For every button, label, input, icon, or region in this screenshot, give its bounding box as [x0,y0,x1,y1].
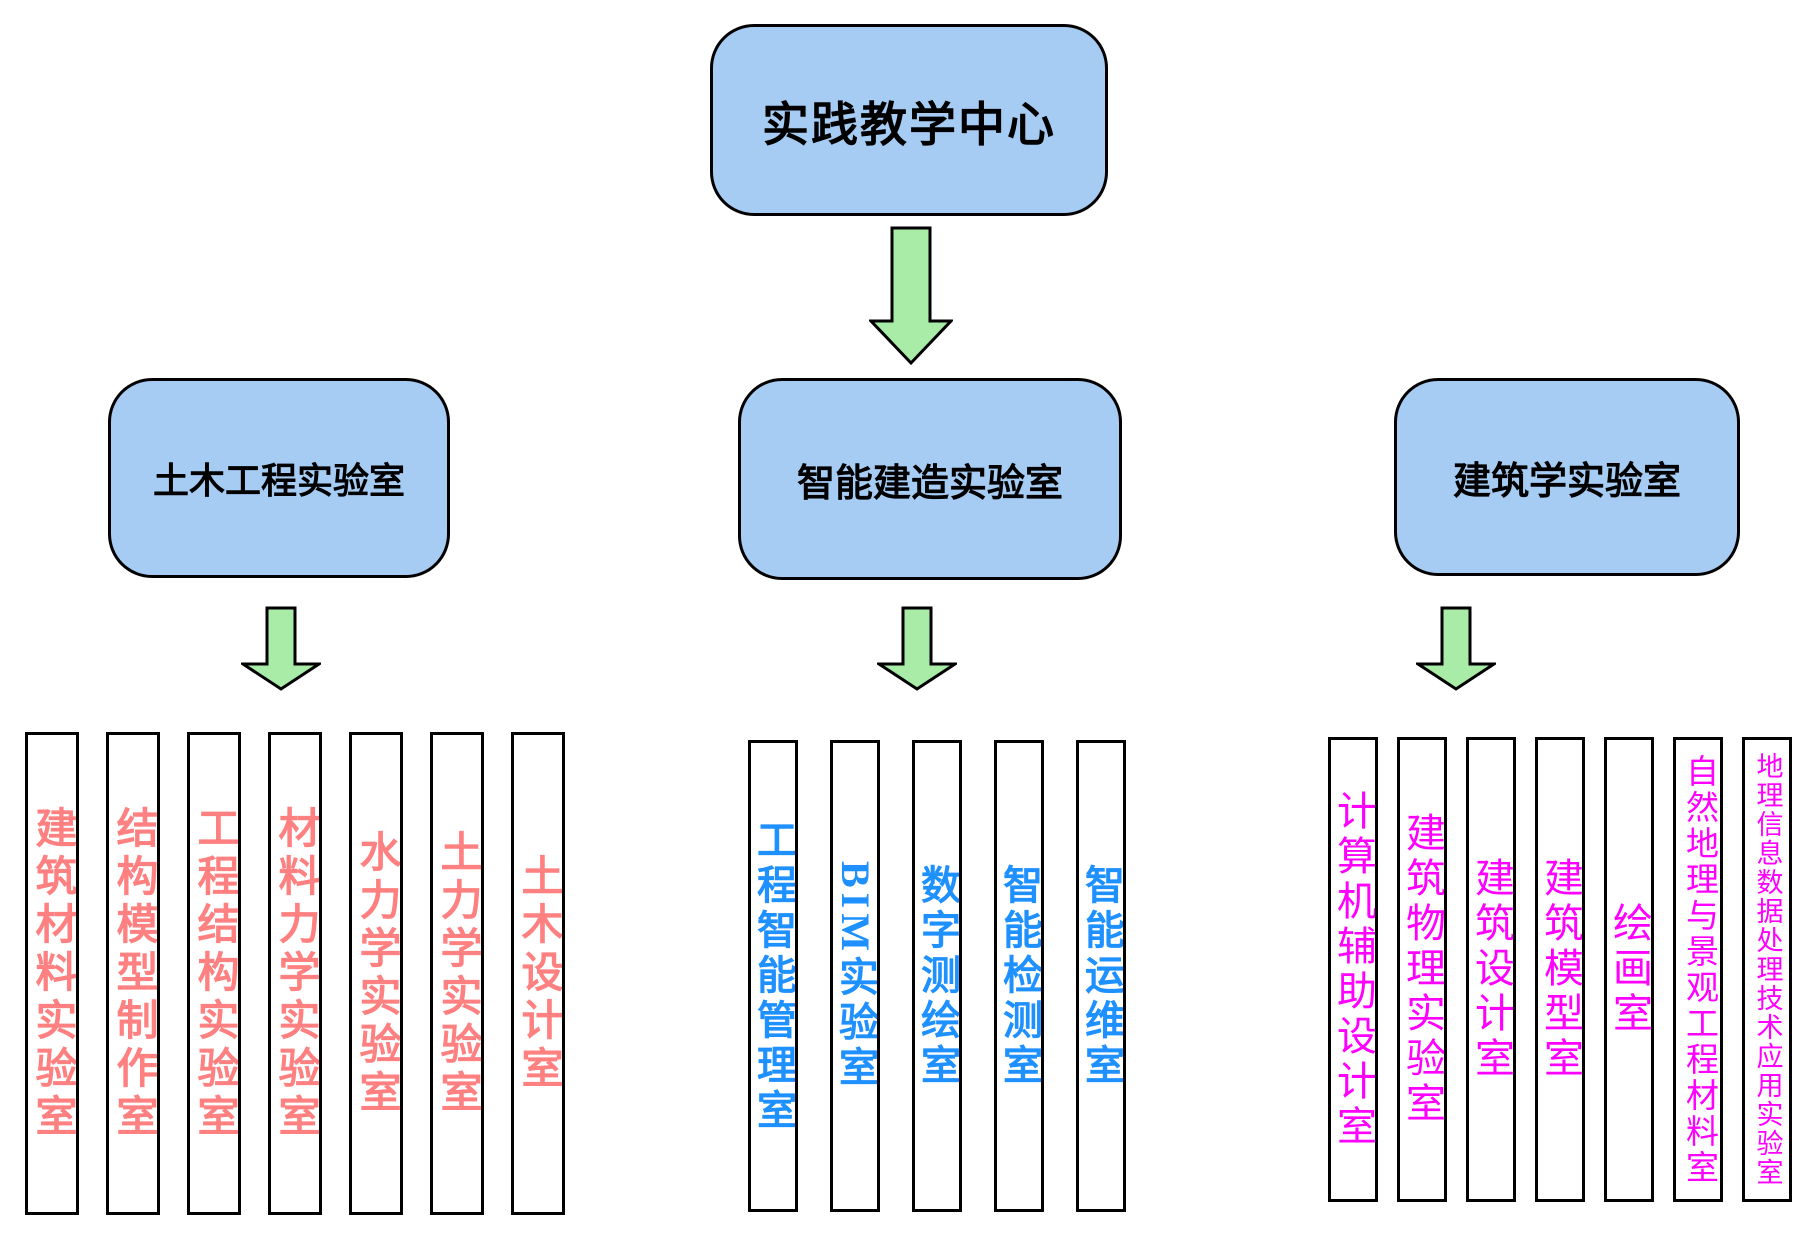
room-label: 建筑材料实验室 [29,805,75,1142]
room-list-architecture: 计算机辅助设计室建筑物理实验室建筑设计室建筑模型室绘画室自然地理与景观工程材料室… [1328,737,1792,1202]
room-label: 智能检测室 [997,863,1042,1089]
room-box: 土木设计室 [511,732,565,1215]
room-label: 工程智能管理室 [751,818,796,1134]
root-node-label: 实践教学中心 [762,99,1056,152]
room-box: 计算机辅助设计室 [1328,737,1378,1202]
room-box: 建筑设计室 [1466,737,1516,1202]
room-label: 土木设计室 [515,853,561,1094]
room-box: 自然地理与景观工程材料室 [1673,737,1723,1202]
room-label: 水力学实验室 [353,829,399,1118]
room-box: 智能运维室 [1076,740,1126,1212]
room-box: 建筑物理实验室 [1397,737,1447,1202]
room-box: 数字测绘室 [912,740,962,1212]
room-label: 建筑设计室 [1469,857,1514,1082]
room-label: 智能运维室 [1079,863,1124,1089]
root-node-practice-teaching-center: 实践教学中心 [710,24,1108,216]
room-box: 结构模型制作室 [106,732,160,1215]
room-box: 智能检测室 [994,740,1044,1212]
room-box: 工程结构实验室 [187,732,241,1215]
room-box: 土力学实验室 [430,732,484,1215]
room-box: 水力学实验室 [349,732,403,1215]
room-label: 计算机辅助设计室 [1331,789,1376,1150]
room-label: 土力学实验室 [434,829,480,1118]
room-label: 工程结构实验室 [191,805,237,1142]
arrow-down-icon [241,606,321,691]
room-box: 地理信息数据处理技术应用实验室 [1742,737,1792,1202]
branch-node-architecture-lab: 建筑学实验室 [1394,378,1740,576]
room-box: 建筑材料实验室 [25,732,79,1215]
room-label: 数字测绘室 [915,863,960,1089]
arrow-down-icon [869,226,953,366]
arrow-down-icon [877,606,957,691]
arrow-down-icon [1416,606,1496,691]
branch-node-civil-engineering-lab: 土木工程实验室 [108,378,450,578]
room-label: 结构模型制作室 [110,805,156,1142]
room-label: 自然地理与景观工程材料室 [1680,753,1717,1186]
branch-node-label: 建筑学实验室 [1452,460,1681,503]
room-label: BIM实验室 [833,861,878,1091]
room-box: 材料力学实验室 [268,732,322,1215]
room-label: 绘画室 [1607,902,1652,1037]
room-box: 绘画室 [1604,737,1654,1202]
room-list-civil-engineering: 建筑材料实验室结构模型制作室工程结构实验室材料力学实验室水力学实验室土力学实验室… [25,732,565,1215]
room-label: 建筑模型室 [1538,857,1583,1082]
branch-node-intelligent-construction-lab: 智能建造实验室 [738,378,1122,580]
room-list-intelligent-construction: 工程智能管理室 BIM实验室数字测绘室智能检测室智能运维室 [748,740,1126,1212]
branch-node-label: 土木工程实验室 [152,461,405,501]
branch-node-label: 智能建造实验室 [796,462,1063,505]
room-label: 地理信息数据处理技术应用实验室 [1752,752,1783,1187]
room-box: BIM实验室 [830,740,880,1212]
room-box: 工程智能管理室 [748,740,798,1212]
room-label: 建筑物理实验室 [1400,812,1445,1127]
room-label: 材料力学实验室 [272,805,318,1142]
room-box: 建筑模型室 [1535,737,1585,1202]
